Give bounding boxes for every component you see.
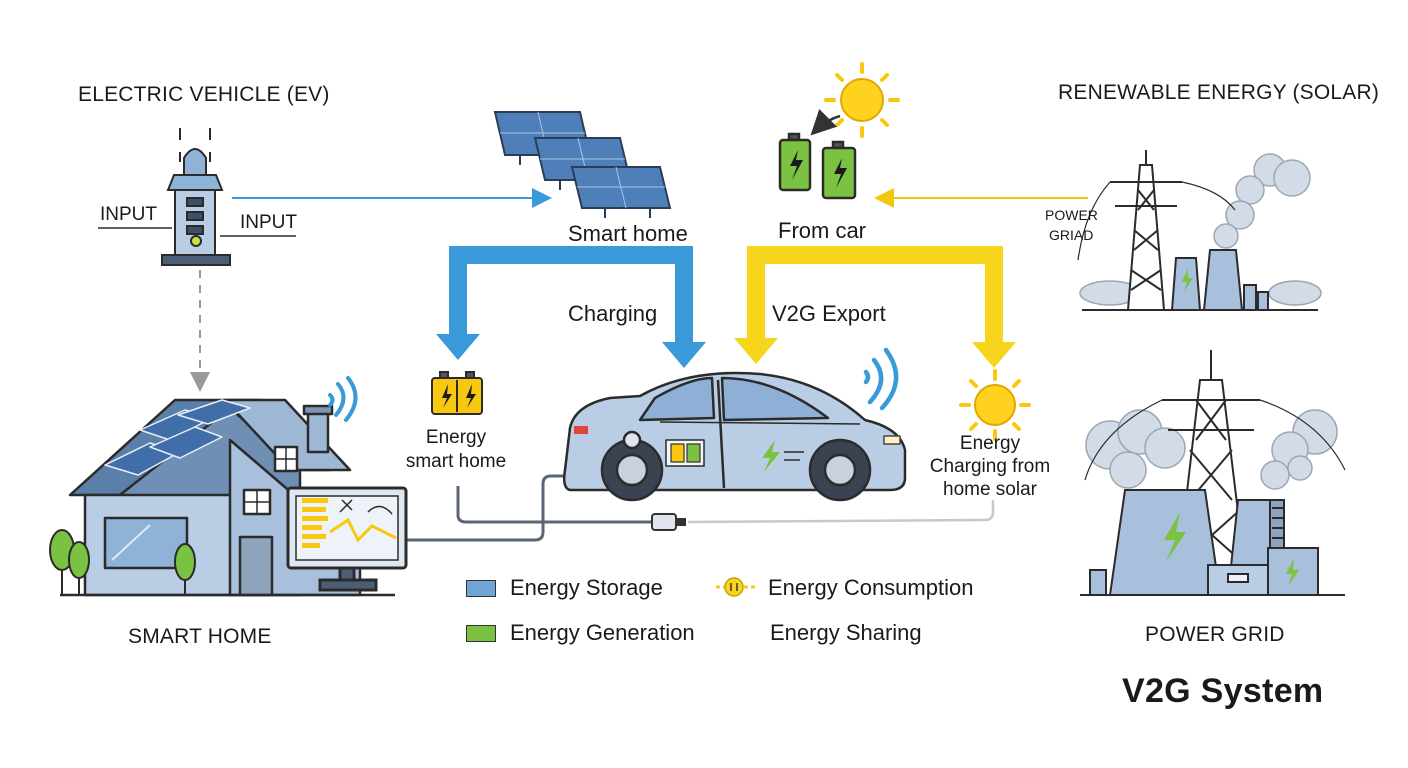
home-battery-label-line1: Energy	[425, 427, 487, 448]
smart-home-house	[60, 398, 395, 597]
charging-flow-arrows	[436, 246, 706, 368]
batteries-label: From car	[778, 218, 866, 243]
legend-generation-text: Energy Generation	[510, 620, 695, 645]
input-label-left: INPUT	[100, 204, 157, 225]
sun-icon-small	[959, 369, 1031, 441]
storage-swatch	[466, 579, 496, 597]
home-wifi-icon	[328, 376, 358, 422]
legend-consumption: Energy Consumption	[768, 575, 973, 601]
solar-car-label-line3: home solar	[943, 479, 1037, 500]
grid-small-label-line1: POWER	[1045, 207, 1098, 223]
home-monitor	[286, 486, 408, 592]
charging-station	[98, 128, 296, 266]
smart-home-section-title: SMART HOME	[128, 625, 272, 648]
export-flow-label: V2G Export	[772, 301, 886, 326]
grid-small-label-line2: GRIAD	[1049, 227, 1094, 243]
diagram-title: V2G System	[1122, 672, 1324, 710]
power-grid-top	[1077, 150, 1322, 311]
legend-storage-text: Energy Storage	[510, 575, 663, 600]
ev-section-title: ELECTRIC VEHICLE (EV)	[78, 83, 330, 106]
sun-to-battery-arrow	[810, 109, 841, 136]
battery-icon-pair	[778, 132, 857, 200]
consumption-legend-icon	[716, 577, 756, 597]
charging-flow-label: Charging	[568, 301, 658, 326]
power-grid-bottom	[1080, 350, 1346, 596]
home-battery-label-line2: smart home	[405, 451, 507, 472]
power-grid-section-title: POWER GRID	[1145, 623, 1285, 646]
input-label-right: INPUT	[240, 212, 297, 233]
solar-car-label-line2: Charging from	[929, 456, 1051, 477]
electric-car	[562, 371, 907, 502]
generation-swatch	[466, 624, 496, 642]
legend-generation: Energy Generation	[466, 620, 695, 646]
legend-storage: Energy Storage	[466, 575, 663, 601]
solar-panel-array	[493, 111, 672, 218]
legend-sharing-text: Energy Sharing	[770, 620, 922, 645]
export-flow-arrows	[734, 246, 1016, 368]
solar-car-label-line1: Energy	[959, 433, 1021, 454]
car-wifi-icon	[863, 347, 899, 411]
trees	[49, 529, 196, 595]
legend-consumption-text: Energy Consumption	[768, 575, 974, 600]
home-battery-icon	[431, 371, 483, 415]
sun-icon	[824, 62, 900, 138]
solar-section-title: RENEWABLE ENERGY (SOLAR)	[1058, 81, 1380, 104]
legend-sharing: Energy Sharing	[770, 620, 922, 646]
panels-label: Smart home	[568, 221, 688, 246]
